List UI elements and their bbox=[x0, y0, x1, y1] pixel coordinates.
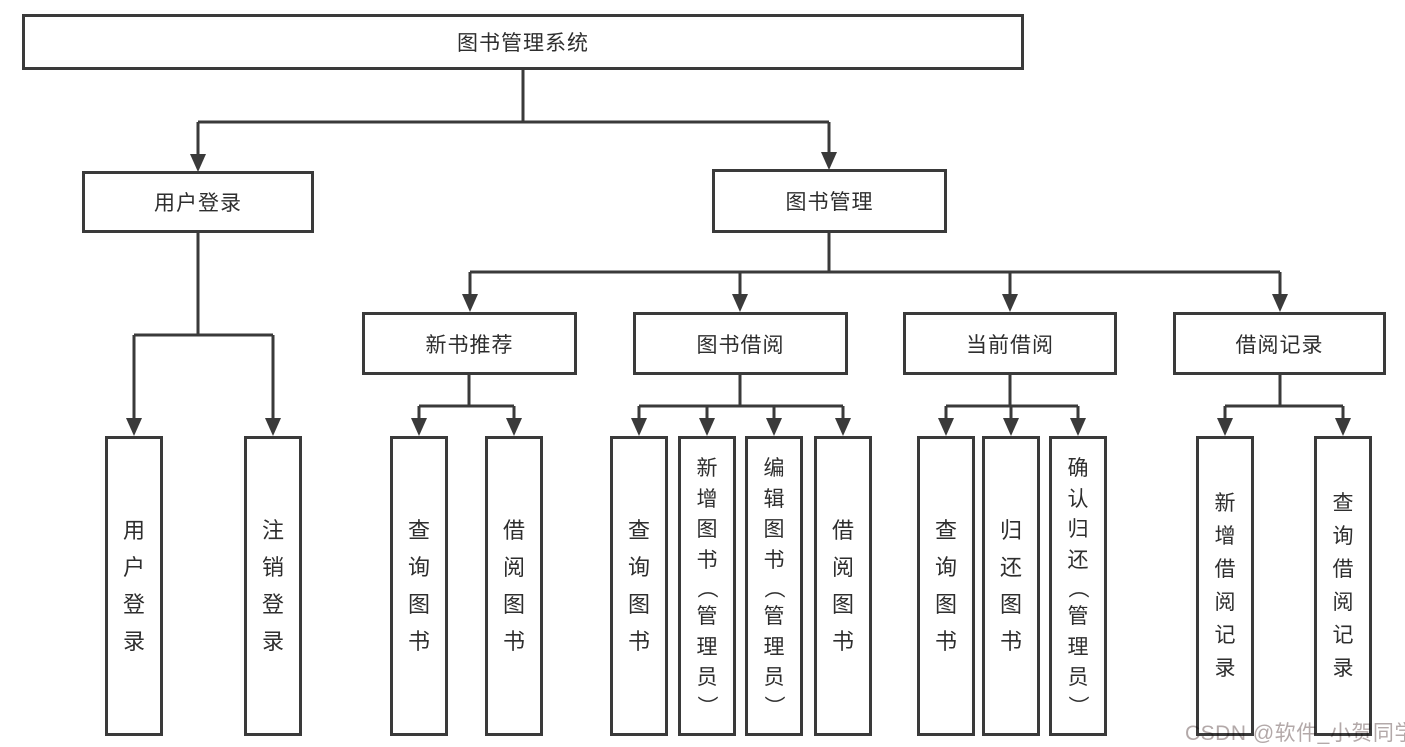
leaf-borrow-books-1: 借阅图书 bbox=[485, 436, 543, 736]
node-borrow-records-label: 借阅记录 bbox=[1235, 333, 1324, 357]
node-book-management-label: 图书管理 bbox=[785, 191, 874, 214]
node-current-borrow: 当前借阅 bbox=[903, 312, 1117, 375]
connector-book-borrow-to-leaves bbox=[631, 375, 851, 436]
node-new-book-recommend-label: 新书推荐 bbox=[425, 333, 514, 357]
leaf-query-books-3: 查询图书 bbox=[917, 436, 975, 736]
node-user-login-label: 用户登录 bbox=[154, 192, 242, 215]
connector-borrow-records-to-leaves bbox=[1217, 374, 1351, 436]
node-new-book-recommend: 新书推荐 bbox=[362, 312, 577, 375]
connector-root-to-level2 bbox=[190, 70, 837, 172]
leaf-confirm-return-admin: 确认归还（管理员） bbox=[1049, 436, 1107, 736]
node-borrow-records: 借阅记录 bbox=[1173, 312, 1386, 375]
node-current-borrow-label: 当前借阅 bbox=[966, 333, 1054, 357]
connector-book-management-to-level3 bbox=[462, 233, 1288, 312]
leaf-query-borrow-record: 查询借阅记录 bbox=[1314, 436, 1372, 736]
node-book-borrow-label: 图书借阅 bbox=[696, 333, 785, 357]
connector-user-login-to-leaves bbox=[126, 233, 281, 436]
node-root-system-label: 图书管理系统 bbox=[457, 32, 589, 55]
leaf-user-login: 用户登录 bbox=[105, 436, 163, 736]
leaf-query-books-1: 查询图书 bbox=[390, 436, 448, 736]
connector-current-borrow-to-leaves bbox=[938, 375, 1086, 436]
node-user-login: 用户登录 bbox=[82, 171, 314, 233]
leaf-query-books-2: 查询图书 bbox=[610, 436, 668, 736]
leaf-add-books-admin: 新增图书（管理员） bbox=[678, 436, 736, 736]
csdn-watermark: CSDN @软件_小贺同学 bbox=[1185, 722, 1405, 745]
connector-new-book-recommend-to-leaves bbox=[411, 375, 522, 436]
node-root-system: 图书管理系统 bbox=[22, 14, 1024, 70]
leaf-borrow-books-2: 借阅图书 bbox=[814, 436, 872, 736]
leaf-edit-books-admin: 编辑图书（管理员） bbox=[745, 436, 803, 736]
leaf-logout: 注销登录 bbox=[244, 436, 302, 736]
node-book-management: 图书管理 bbox=[712, 169, 947, 233]
node-book-borrow: 图书借阅 bbox=[633, 312, 848, 375]
leaf-add-borrow-record: 新增借阅记录 bbox=[1196, 436, 1254, 736]
leaf-return-books: 归还图书 bbox=[982, 436, 1040, 736]
